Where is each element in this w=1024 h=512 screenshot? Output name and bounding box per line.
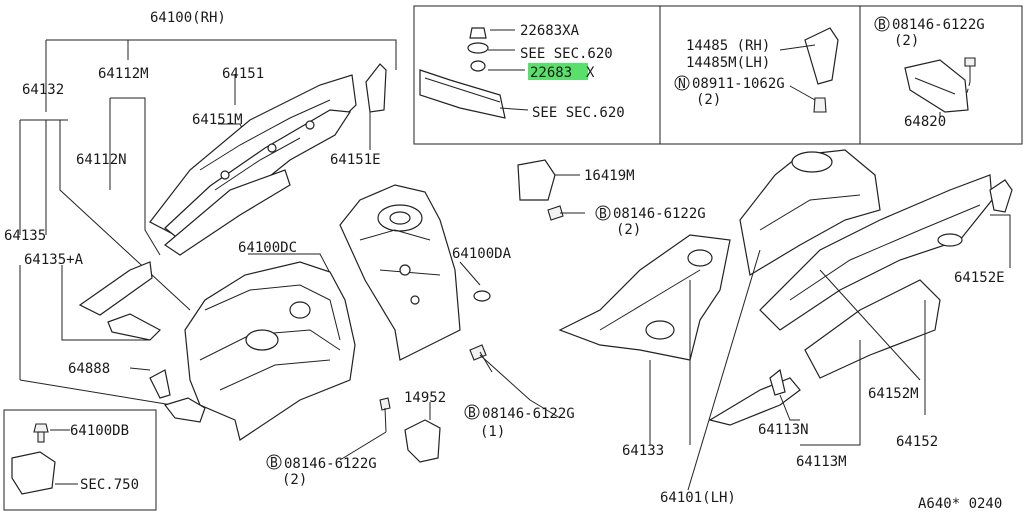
bolt-symbol-text-2: B (270, 456, 278, 471)
part-22683-sensor-area (419, 27, 529, 119)
label-22683-highlight: 22683 (530, 65, 572, 81)
diagram-id: A640* 0240 (918, 496, 1002, 512)
nut-symbol-text-1: N (678, 77, 686, 92)
part-64151-rail (149, 74, 357, 241)
label-64820: 64820 (904, 114, 946, 130)
part-64152e-bracket (989, 179, 1013, 213)
part-64888-clip (149, 369, 206, 423)
label-64135a: 64135+A (24, 252, 84, 268)
label-b08146-2: 08146-6122G (284, 456, 377, 472)
label-16419m: 16419M (584, 168, 635, 184)
label-64152: 64152 (896, 434, 938, 450)
part-64100db-clip (11, 423, 78, 495)
label-64151: 64151 (222, 66, 264, 82)
bolt-symbol-text-4: B (599, 207, 607, 222)
part-64112m-member (164, 169, 291, 256)
bolt-icons (339, 57, 976, 461)
nut-symbol-1 (674, 75, 690, 91)
label-64100rh: 64100(RH) (150, 10, 226, 26)
part-64133-tower (739, 149, 881, 276)
label-b08146-4-qty: (2) (616, 222, 641, 238)
label-22683xa: 22683XA (520, 23, 580, 39)
label-64152m: 64152M (868, 386, 919, 402)
inset-frame (413, 5, 1023, 145)
label-b08146-3: 08146-6122G (892, 17, 985, 33)
label-b08146-4: 08146-6122G (613, 206, 706, 222)
part-64100rh-apron (184, 261, 356, 441)
label-64132: 64132 (22, 82, 64, 98)
label-14485rh: 14485 (RH) (686, 38, 770, 54)
label-64135: 64135 (4, 228, 46, 244)
part-16419m-bracket (517, 159, 580, 201)
label-64100db: 64100DB (70, 423, 129, 439)
part-14952-bracket (404, 402, 441, 463)
label-14485mlh: 14485M(LH) (686, 55, 770, 71)
label-64101lh: 64101(LH) (660, 490, 736, 506)
label-b08146-1-qty: (1) (480, 424, 505, 440)
label-64113m: 64113M (796, 454, 847, 470)
leader-64100da (459, 261, 481, 286)
bolt-symbol-4 (595, 205, 611, 221)
label-64133: 64133 (622, 443, 664, 459)
label-64113n: 64113N (758, 422, 809, 438)
label-64152e: 64152E (954, 270, 1005, 286)
label-64100dc: 64100DC (238, 240, 297, 256)
label-b08146-3-qty: (2) (894, 33, 919, 49)
highlight-22683 (528, 63, 588, 80)
part-64151e-bracket (365, 63, 387, 113)
label-see-sec620-b: SEE SEC.620 (532, 105, 625, 121)
bolt-symbol-2 (266, 454, 282, 470)
part-64101lh-apron (558, 234, 731, 361)
part-64100da-strut-tower (339, 184, 491, 361)
label-22683-suffix: X (586, 65, 595, 81)
label-64151e: 64151E (330, 152, 381, 168)
label-see-sec620-a: SEE SEC.620 (520, 46, 613, 62)
label-64151m: 64151M (192, 112, 243, 128)
label-sec750: SEC.750 (80, 477, 139, 493)
label-64888: 64888 (68, 361, 110, 377)
bolt-symbol-1 (464, 404, 480, 420)
part-64152m-member (804, 279, 941, 379)
label-b08146-2-qty: (2) (282, 472, 307, 488)
label-64100da: 64100DA (452, 246, 512, 262)
label-b08146-1: 08146-6122G (482, 406, 575, 422)
bolt-symbol-text-3: B (878, 18, 886, 33)
part-64113-member (708, 368, 801, 426)
label-64112n: 64112N (76, 152, 127, 168)
label-n08911-qty: (2) (696, 92, 721, 108)
label-n08911: 08911-1062G (692, 76, 785, 92)
part-64820-cover (904, 59, 969, 118)
bolt-symbol-3 (874, 16, 890, 32)
fastener-symbols (266, 16, 890, 470)
label-14952: 14952 (404, 390, 446, 406)
part-64135-bracket (78, 261, 161, 341)
bolt-symbol-text-1: B (468, 406, 476, 421)
part-14485-bracket (779, 27, 839, 113)
inset-bottom-left (3, 409, 157, 511)
label-64112m: 64112M (98, 66, 149, 82)
lh-leader-lines (649, 214, 1011, 491)
